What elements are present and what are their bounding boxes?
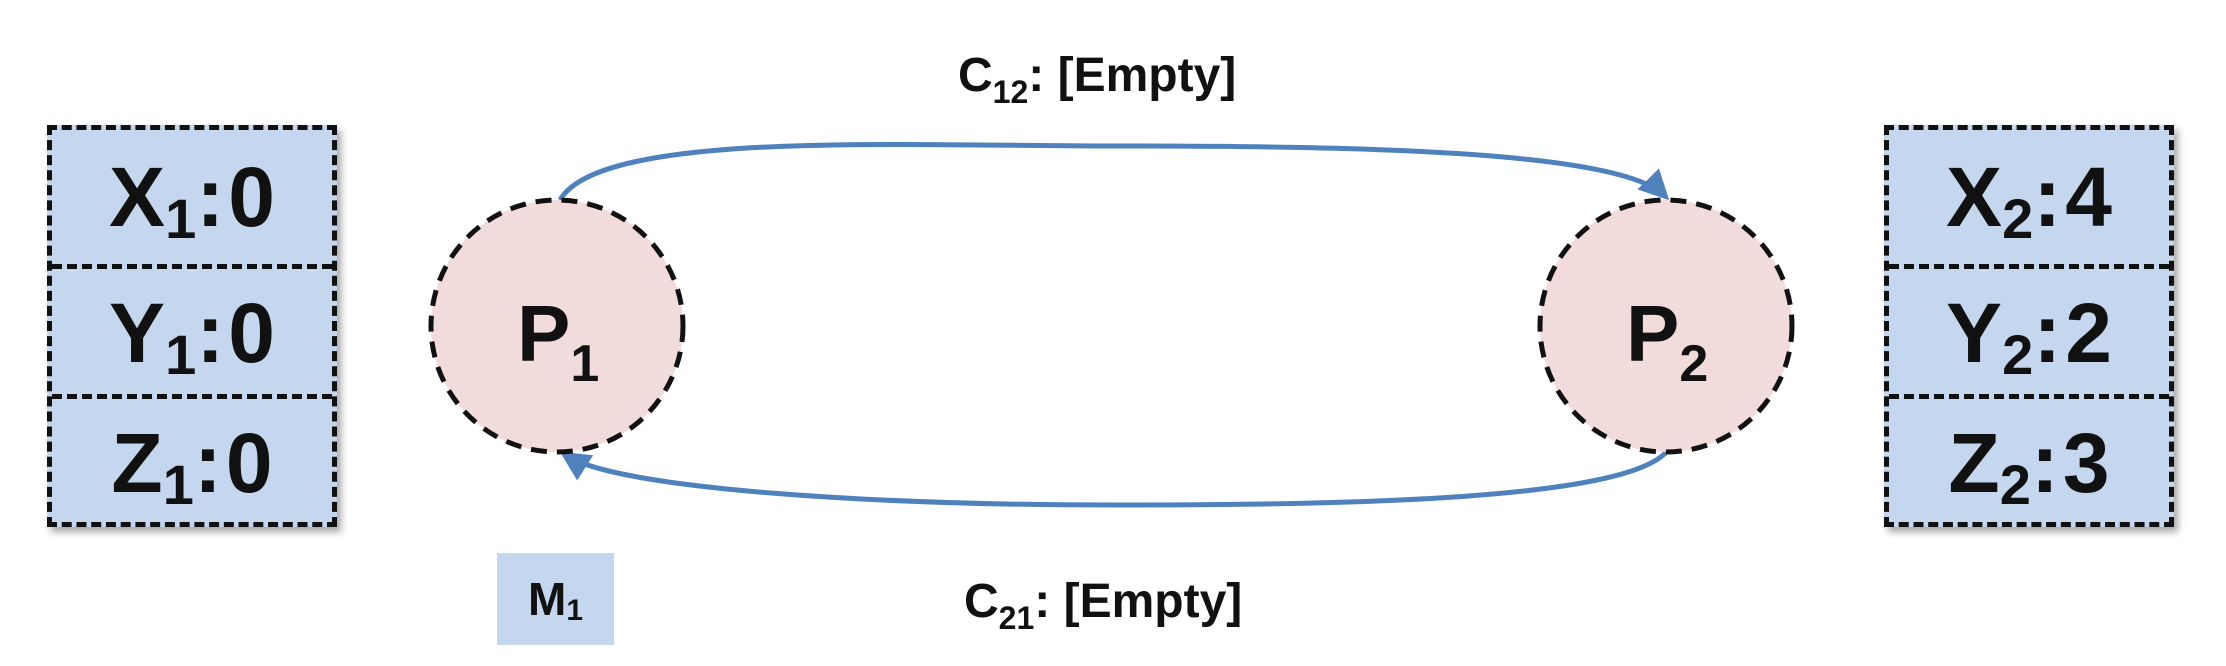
- channel-c21-arrow: [559, 448, 1670, 508]
- process-p1-node: [428, 197, 686, 455]
- process-p2-node: [1537, 197, 1795, 455]
- channel-c12-arrow: [557, 141, 1670, 202]
- channel-c21-label: C21: [Empty]: [964, 575, 1243, 636]
- process-p2-label: P2: [1626, 289, 1709, 393]
- p1-state-divider: [52, 264, 332, 269]
- p2-state-divider: [1889, 394, 2169, 399]
- p2-state-divider: [1889, 264, 2169, 269]
- p1-state-divider: [52, 394, 332, 399]
- process-p1-label: P1: [517, 289, 600, 393]
- channel-c12-label: C12: [Empty]: [958, 49, 1237, 110]
